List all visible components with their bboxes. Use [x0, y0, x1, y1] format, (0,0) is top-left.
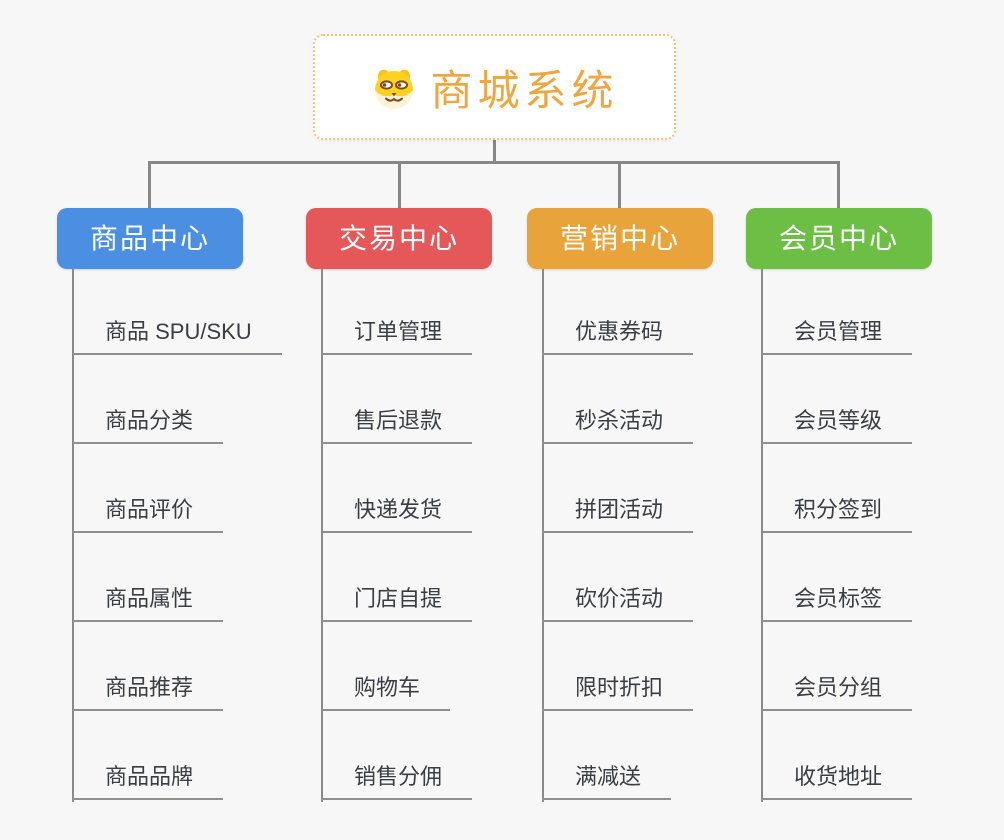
connector-stub-trade — [398, 161, 401, 208]
branch-header-marketing-center[interactable]: 营销中心 — [527, 208, 713, 269]
leaf-node[interactable]: 砍价活动 — [542, 585, 694, 622]
leaf-node[interactable]: 秒杀活动 — [542, 407, 694, 444]
leaf-node[interactable]: 商品分类 — [72, 407, 224, 444]
connector-stub-product — [148, 161, 151, 208]
trunk-marketing-center — [542, 269, 544, 802]
dog-icon — [370, 65, 418, 109]
leaf-node[interactable]: 优惠券码 — [542, 318, 694, 355]
leaf-node[interactable]: 会员管理 — [761, 318, 913, 355]
connector-main-horizontal — [148, 161, 840, 164]
leaf-node[interactable]: 会员标签 — [761, 585, 913, 622]
leaf-node[interactable]: 门店自提 — [321, 585, 473, 622]
root-node[interactable]: 商城系统 — [313, 34, 676, 140]
leaf-node[interactable]: 满减送 — [542, 763, 672, 800]
branch-header-trade-center[interactable]: 交易中心 — [306, 208, 492, 269]
connector-stub-member — [837, 161, 840, 208]
connector-stub-marketing — [618, 161, 621, 208]
trunk-member-center — [761, 269, 763, 802]
leaf-node[interactable]: 商品品牌 — [72, 763, 224, 800]
branch-header-product-center[interactable]: 商品中心 — [57, 208, 243, 269]
leaf-node[interactable]: 商品推荐 — [72, 674, 224, 711]
connector-root-trunk — [493, 140, 496, 163]
leaf-node[interactable]: 售后退款 — [321, 407, 473, 444]
leaf-node[interactable]: 商品 SPU/SKU — [72, 318, 282, 355]
leaf-node[interactable]: 商品属性 — [72, 585, 224, 622]
leaf-node[interactable]: 会员等级 — [761, 407, 913, 444]
leaf-node[interactable]: 订单管理 — [321, 318, 473, 355]
leaf-node[interactable]: 积分签到 — [761, 496, 913, 533]
leaf-node[interactable]: 购物车 — [321, 674, 451, 711]
branch-header-member-center[interactable]: 会员中心 — [746, 208, 932, 269]
trunk-trade-center — [321, 269, 323, 802]
leaf-node[interactable]: 收货地址 — [761, 763, 913, 800]
trunk-product-center — [72, 269, 74, 802]
leaf-node[interactable]: 限时折扣 — [542, 674, 694, 711]
leaf-node[interactable]: 商品评价 — [72, 496, 224, 533]
leaf-node[interactable]: 拼团活动 — [542, 496, 694, 533]
leaf-node[interactable]: 快递发货 — [321, 496, 473, 533]
leaf-node[interactable]: 销售分佣 — [321, 763, 473, 800]
leaf-node[interactable]: 会员分组 — [761, 674, 913, 711]
root-title: 商城系统 — [430, 66, 619, 114]
